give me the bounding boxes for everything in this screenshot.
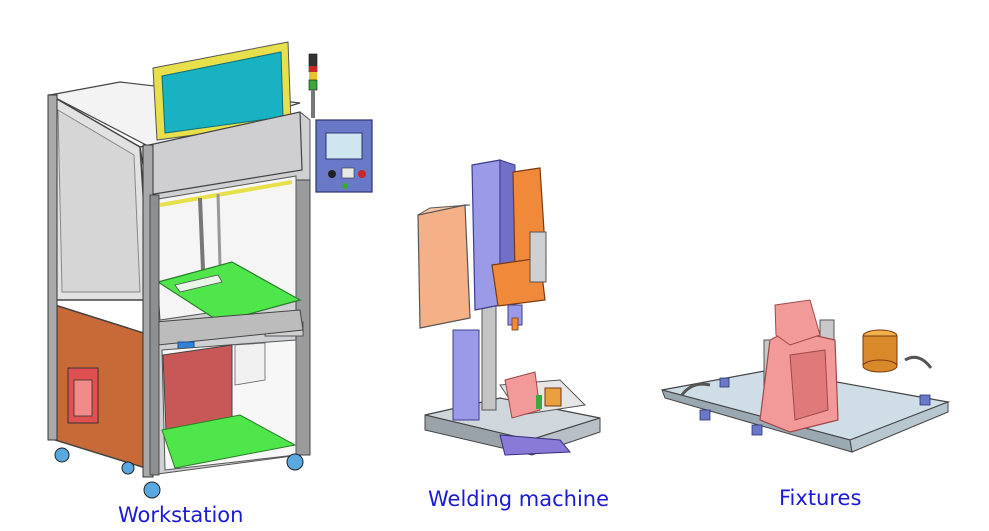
fixtures-drawing (661, 299, 951, 453)
welding-machine-drawing (417, 159, 601, 456)
fixtures-caption: Fixtures (779, 486, 862, 510)
welding-machine-caption: Welding machine (428, 487, 610, 511)
workstation-caption: Workstation (118, 503, 244, 527)
workstation-drawing (47, 41, 373, 499)
